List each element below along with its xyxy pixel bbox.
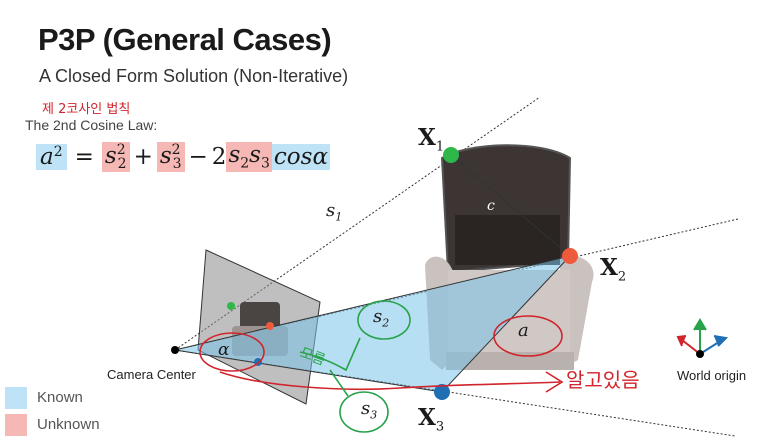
world-origin-label: World origin (677, 368, 747, 383)
label-x2-letter: X (600, 254, 618, 281)
red-annotation (199, 315, 564, 393)
formula-minus: − (188, 144, 208, 170)
formula-sub: 2 (117, 156, 127, 173)
formula-s: s (104, 142, 117, 169)
formula-equals: = (74, 144, 94, 170)
formula-exp: 2 (53, 143, 63, 160)
formula-sub: 3 (260, 155, 270, 172)
label-s2-letter: s (373, 306, 383, 327)
label-x1: X1 (418, 124, 444, 155)
formula-s: s (228, 142, 241, 169)
proj-x2 (266, 322, 274, 330)
legend-unknown-swatch (5, 414, 27, 436)
label-s3: s3 (361, 398, 377, 422)
label-x3: X3 (418, 404, 444, 435)
label-s1: s1 (326, 200, 342, 224)
formula-sub: 3 (172, 156, 182, 173)
label-s3-sub: 3 (370, 408, 378, 422)
formula-sub: 2 (240, 155, 250, 172)
label-a: a (518, 320, 529, 341)
formula-s3-squared: s23 (156, 141, 185, 173)
camera-center-dot (171, 346, 179, 354)
formula-a-squared: a2 (36, 143, 67, 171)
label-alpha: α (218, 340, 230, 360)
camera-center-label: Camera Center (107, 367, 196, 382)
label-x1-letter: X (418, 124, 436, 151)
label-x3-letter: X (418, 404, 436, 431)
formula-alpha: α (312, 144, 328, 170)
slide-title: P3P (General Cases) (38, 22, 332, 57)
legend-unknown-label: Unknown (37, 416, 100, 433)
point-x3 (434, 384, 450, 400)
label-x3-sub: 3 (435, 419, 445, 435)
cosine-law-formula: a2 = s22 + s23 − 2 s2s3 cosα (36, 140, 330, 174)
formula-exp: 2 (171, 141, 181, 158)
edge-x2-x3 (441, 255, 571, 393)
formula-exp: 2 (116, 141, 126, 158)
green-annotation (299, 300, 411, 433)
point-x2 (562, 248, 578, 264)
slide-subtitle: A Closed Form Solution (Non-Iterative) (39, 66, 349, 86)
handwritten-note-known: 알고있음 (566, 368, 640, 392)
point-x1 (443, 147, 459, 163)
label-s1-sub: 1 (335, 210, 343, 224)
formula-cos: cos (273, 144, 313, 170)
world-origin-axes (676, 318, 729, 358)
handwritten-note-cosine-law: 제 2코사인 법칙 (42, 102, 131, 117)
known-triangle (175, 256, 570, 392)
formula-plus: + (133, 144, 153, 170)
edge-cam-x3 (174, 349, 443, 393)
formula-s2-s3: s2s3 (226, 142, 272, 172)
label-x2-sub: 2 (617, 269, 627, 285)
formula-s: s (159, 142, 172, 169)
ray-s3 (174, 349, 736, 437)
label-s3-letter: s (361, 398, 371, 419)
legend-known-swatch (5, 387, 27, 409)
formula-s2-squared: s22 (101, 141, 130, 173)
label-c: c (487, 198, 495, 214)
legend-known-label: Known (37, 389, 83, 406)
label-s2: s2 (373, 306, 389, 330)
edge-x1-x2 (450, 154, 571, 257)
label-s1-letter: s (326, 200, 336, 221)
label-x1-sub: 1 (435, 139, 445, 155)
formula-s: s (249, 142, 261, 169)
label-x2: X2 (600, 254, 626, 285)
cosine-law-label: The 2nd Cosine Law: (25, 117, 158, 133)
label-s2-sub: 2 (382, 316, 390, 330)
formula-coef: 2 (211, 144, 227, 170)
proj-x1 (227, 302, 235, 310)
formula-a: a (40, 144, 54, 171)
formula-cos-alpha: cosα (271, 144, 330, 170)
